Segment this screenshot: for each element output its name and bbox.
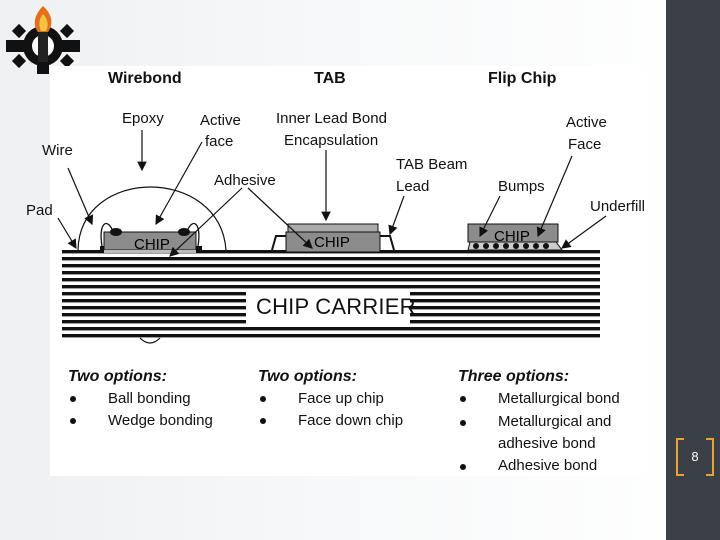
label-encapsulation: Encapsulation <box>284 132 379 149</box>
page-number-badge: 8 <box>676 438 714 476</box>
chip-label-tab: CHIP <box>314 234 350 251</box>
label-adhesive: Adhesive <box>214 172 276 189</box>
label-tab-beam: TAB Beam <box>396 156 468 173</box>
label-pad: Pad <box>26 202 53 219</box>
page-number: 8 <box>691 449 699 464</box>
label-fc-face: Face <box>568 136 602 153</box>
label-fc-active: Active <box>566 114 607 131</box>
bullet <box>70 418 76 424</box>
wirebond-option-1: Ball bonding <box>108 390 191 407</box>
bracket-left <box>676 438 684 476</box>
label-tab-beam-lead: Lead <box>396 178 430 195</box>
label-epoxy: Epoxy <box>122 110 164 127</box>
annotation-arrows <box>57 130 607 257</box>
sidebar-bar <box>666 0 720 540</box>
flip-chip-option-2a: Metallurgical and <box>498 413 612 430</box>
bullet <box>260 396 266 402</box>
flip-chip-package <box>467 223 563 251</box>
bullet <box>260 418 266 424</box>
chip-label-flip: CHIP <box>494 228 530 245</box>
bullet <box>70 396 76 402</box>
torch-gear-logo-icon <box>6 6 80 74</box>
bracket-right <box>706 438 714 476</box>
flip-chip-option-1: Metallurgical bond <box>498 390 620 407</box>
header-wirebond: Wirebond <box>108 70 182 87</box>
header-tab: TAB <box>314 70 346 87</box>
bullet <box>460 420 466 426</box>
flip-chip-options-title: Three options: <box>458 368 570 385</box>
tab-option-2: Face down chip <box>298 412 404 429</box>
label-active-face-line1: Active <box>200 112 241 129</box>
tab-option-1: Face up chip <box>298 390 384 407</box>
label-underfill: Underfill <box>590 198 646 215</box>
label-bumps: Bumps <box>498 178 545 195</box>
flip-chip-option-2b: adhesive bond <box>498 435 596 452</box>
chip-carrier-label: CHIP CARRIER <box>256 294 416 319</box>
wirebond-options-title: Two options: <box>68 368 167 385</box>
label-active-face-line2: face <box>205 133 234 150</box>
header-flip-chip: Flip Chip <box>488 70 557 87</box>
diagram-graphics <box>57 130 607 344</box>
bullet <box>460 396 466 402</box>
wirebond-option-2: Wedge bonding <box>108 412 213 429</box>
label-inner-lead-bond: Inner Lead Bond <box>276 110 387 127</box>
packaging-diagram: Wirebond TAB Flip Chip Epoxy Active face… <box>26 66 646 476</box>
flip-chip-option-3: Adhesive bond <box>498 457 598 474</box>
label-wire: Wire <box>42 142 73 159</box>
chip-label-wirebond: CHIP <box>134 236 170 253</box>
bullet <box>460 464 466 470</box>
tab-options-title: Two options: <box>258 368 357 385</box>
chip-carrier-label-box <box>246 292 410 326</box>
